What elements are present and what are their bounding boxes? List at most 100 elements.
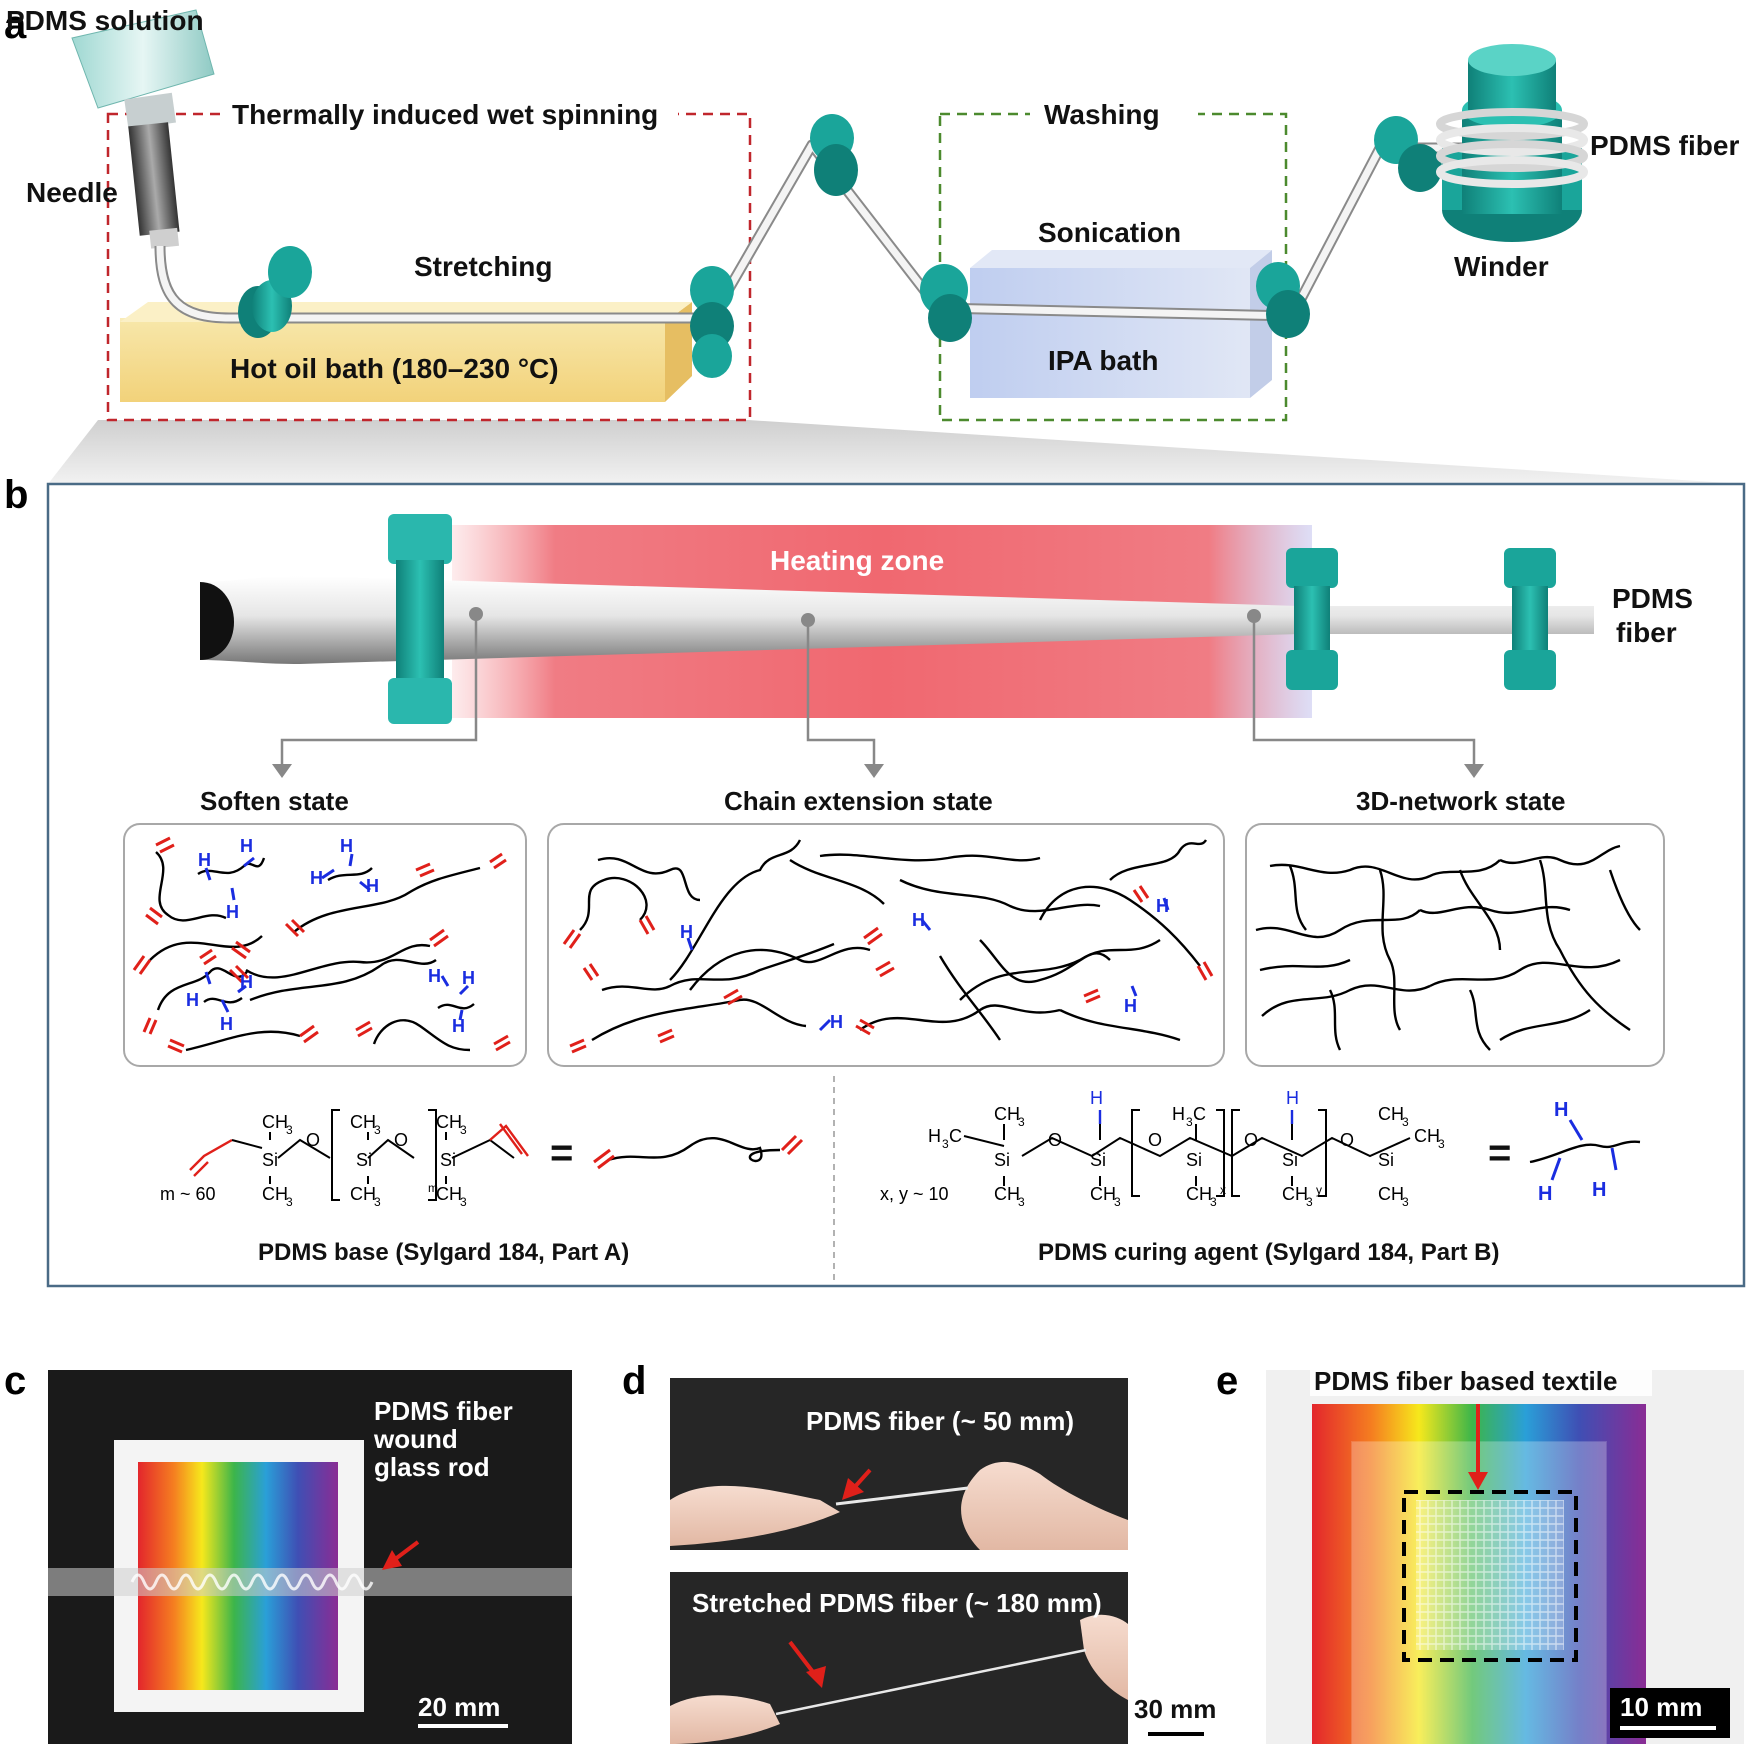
svg-text:H: H xyxy=(240,836,253,856)
d-scale-label: 30 mm xyxy=(1134,1694,1216,1724)
panel-b: b Heating zone PDMS fiber xyxy=(4,473,1746,1288)
vinyl-groups xyxy=(132,836,511,1054)
svg-text:H: H xyxy=(366,876,379,896)
hand xyxy=(961,1461,1128,1550)
curing-equals: = xyxy=(1488,1131,1511,1175)
svg-text:H: H xyxy=(186,990,199,1010)
svg-text:O: O xyxy=(1148,1130,1162,1150)
svg-text:CH: CH xyxy=(350,1112,376,1132)
svg-text:Si: Si xyxy=(1282,1150,1298,1170)
svg-text:3: 3 xyxy=(286,1123,293,1137)
svg-text:H: H xyxy=(680,922,693,942)
svg-text:3: 3 xyxy=(1210,1195,1217,1209)
pdms-base-formula: Si Si Si O O CH3 CH3 CH3 CH3 CH3 CH3 m m… xyxy=(160,1109,804,1209)
base-m-label: m ~ 60 xyxy=(160,1184,216,1204)
svg-text:CH: CH xyxy=(1186,1184,1212,1204)
svg-text:3: 3 xyxy=(1018,1195,1025,1209)
state-label-chain: Chain extension state xyxy=(724,786,993,816)
svg-text:Si: Si xyxy=(1186,1150,1202,1170)
svg-text:H: H xyxy=(1286,1088,1299,1108)
panel-d-letter: d xyxy=(622,1359,646,1403)
svg-text:C: C xyxy=(1193,1104,1206,1124)
svg-text:CH: CH xyxy=(436,1184,462,1204)
hand xyxy=(670,1695,780,1744)
vinyl-groups-chain xyxy=(562,885,1214,1054)
svg-text:H: H xyxy=(1090,1088,1103,1108)
roller xyxy=(810,114,858,196)
panel-a-letter: a xyxy=(4,3,27,47)
svg-text:Si: Si xyxy=(1090,1150,1106,1170)
svg-text:H: H xyxy=(928,1126,941,1146)
svg-text:CH: CH xyxy=(262,1112,288,1132)
roller xyxy=(690,266,734,378)
svg-text:3: 3 xyxy=(1402,1195,1409,1209)
svg-text:O: O xyxy=(306,1130,320,1150)
d-bottom-label: Stretched PDMS fiber (~ 180 mm) xyxy=(692,1588,1102,1618)
panel-e-letter: e xyxy=(1216,1359,1238,1403)
needle-label: Needle xyxy=(26,177,118,208)
stretching-label: Stretching xyxy=(414,251,552,282)
svg-text:Si: Si xyxy=(1378,1150,1394,1170)
textile-box xyxy=(1402,1490,1578,1662)
pdms-fiber-label: PDMS fiber xyxy=(1590,130,1739,161)
state-label-soften: Soften state xyxy=(200,786,349,816)
svg-text:3: 3 xyxy=(374,1195,381,1209)
washing-label: Washing xyxy=(1044,99,1160,130)
svg-text:CH: CH xyxy=(1378,1184,1404,1204)
roller xyxy=(1256,262,1310,338)
svg-text:H: H xyxy=(310,868,323,888)
svg-text:Si: Si xyxy=(994,1150,1010,1170)
roller xyxy=(920,264,972,342)
svg-text:3: 3 xyxy=(1114,1195,1121,1209)
winder-label: Winder xyxy=(1454,251,1549,282)
panel-b-letter: b xyxy=(4,473,28,517)
svg-text:C: C xyxy=(949,1126,962,1146)
state-connectors xyxy=(280,614,1476,764)
svg-text:H: H xyxy=(1124,996,1137,1016)
svg-text:Si: Si xyxy=(356,1150,372,1170)
c-label-1: PDMS fiber xyxy=(374,1396,513,1426)
svg-text:3: 3 xyxy=(1402,1115,1409,1129)
svg-text:3: 3 xyxy=(460,1123,467,1137)
heating-zone-label: Heating zone xyxy=(770,545,944,576)
svg-text:3: 3 xyxy=(1186,1115,1193,1129)
svg-text:H: H xyxy=(1156,896,1169,916)
svg-text:H: H xyxy=(462,968,475,988)
panel-a: a Hot oil bath (180–230 °C) IPA bath The… xyxy=(4,3,1744,484)
chain-extension-chains xyxy=(579,839,1208,1042)
d-top-label: PDMS fiber (~ 50 mm) xyxy=(806,1406,1074,1436)
roller xyxy=(238,246,312,338)
c-label-3: glass rod xyxy=(374,1452,490,1482)
roller-b xyxy=(1286,548,1338,690)
pdms-fiber-b-label-1: PDMS xyxy=(1612,583,1693,614)
hand xyxy=(670,1485,840,1546)
fiber-b xyxy=(200,576,1594,664)
arrow-c xyxy=(392,1540,420,1562)
needle xyxy=(128,122,180,249)
fiber-d-top xyxy=(835,1486,969,1506)
panel-c-letter: c xyxy=(4,1359,26,1403)
svg-text:H: H xyxy=(226,902,239,922)
svg-text:x: x xyxy=(1220,1183,1226,1197)
svg-text:H: H xyxy=(1592,1179,1606,1201)
svg-text:CH: CH xyxy=(350,1184,376,1204)
svg-text:3: 3 xyxy=(374,1123,381,1137)
curing-caption: PDMS curing agent (Sylgard 184, Part B) xyxy=(1038,1239,1499,1266)
svg-text:H: H xyxy=(1172,1104,1185,1124)
c-scale-label: 20 mm xyxy=(418,1692,500,1722)
svg-text:O: O xyxy=(394,1130,408,1150)
e-label: PDMS fiber based textile xyxy=(1314,1366,1617,1396)
wet-spinning-label: Thermally induced wet spinning xyxy=(232,99,658,130)
panel-d: d PDMS fiber (~ 50 mm) Stretched PDMS fi… xyxy=(622,1359,1216,1744)
svg-text:3: 3 xyxy=(460,1195,467,1209)
svg-text:CH: CH xyxy=(1282,1184,1308,1204)
network-chains xyxy=(1255,844,1641,1051)
svg-text:CH: CH xyxy=(1090,1184,1116,1204)
svg-text:3: 3 xyxy=(1306,1195,1313,1209)
svg-text:y: y xyxy=(1316,1183,1322,1197)
svg-text:O: O xyxy=(1244,1130,1258,1150)
e-scale-label: 10 mm xyxy=(1620,1692,1702,1722)
c-label-2: wound xyxy=(373,1424,458,1454)
ipa-bath xyxy=(970,250,1272,398)
